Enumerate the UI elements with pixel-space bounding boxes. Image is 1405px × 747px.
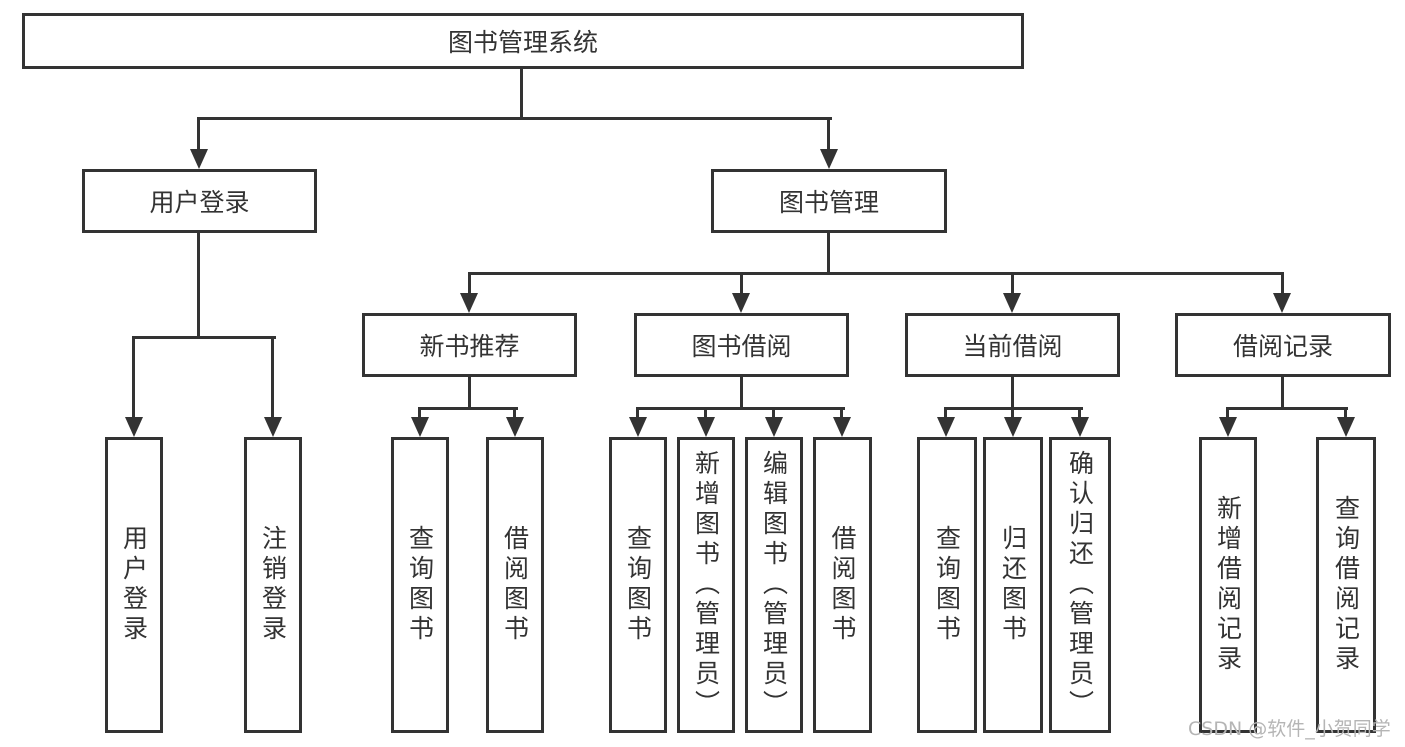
connector-line [468, 272, 1284, 275]
connector-line [1078, 410, 1081, 422]
connector-line [636, 407, 845, 410]
leaf-logout: 注销登录 [244, 437, 302, 733]
arrow-down-icon [125, 417, 143, 437]
connector-line [772, 410, 775, 422]
connector-line [1011, 377, 1014, 407]
connector-line [197, 120, 200, 154]
arrow-down-icon [1337, 417, 1355, 437]
connector-line [740, 275, 743, 295]
connector-line [1011, 275, 1014, 295]
node-book-management: 图书管理 [711, 169, 947, 233]
connector-line [418, 407, 518, 410]
leaf-query-books: 查询图书 [391, 437, 449, 733]
arrow-down-icon [629, 417, 647, 437]
arrow-down-icon [1071, 417, 1089, 437]
connector-line [1344, 410, 1347, 422]
watermark: CSDN @软件_小贺同学 [1188, 718, 1391, 740]
leaf-add-borrowing-record: 新增借阅记录 [1199, 437, 1257, 733]
connector-line [827, 120, 830, 154]
arrow-down-icon [820, 149, 838, 169]
arrow-down-icon [765, 417, 783, 437]
arrow-down-icon [732, 293, 750, 313]
connector-line [840, 410, 843, 422]
leaf-query-books: 查询图书 [917, 437, 977, 733]
connector-line [1226, 407, 1348, 410]
connector-line [1281, 377, 1284, 407]
connector-line [468, 377, 471, 407]
arrow-down-icon [697, 417, 715, 437]
arrow-down-icon [264, 417, 282, 437]
node-root-system: 图书管理系统 [22, 13, 1024, 69]
connector-line [418, 410, 421, 422]
connector-line [197, 117, 832, 120]
node-book-borrowing: 图书借阅 [634, 313, 849, 377]
connector-line [468, 275, 471, 295]
leaf-add-books-admin: 新增图书（管理员） [677, 437, 735, 733]
arrow-down-icon [937, 417, 955, 437]
connector-line [740, 377, 743, 407]
connector-line [944, 410, 947, 422]
leaf-return-books: 归还图书 [983, 437, 1043, 733]
connector-line [513, 410, 516, 422]
arrow-down-icon [190, 149, 208, 169]
leaf-borrow-books: 借阅图书 [486, 437, 544, 733]
arrow-down-icon [460, 293, 478, 313]
node-borrowing-records: 借阅记录 [1175, 313, 1391, 377]
connector-line [132, 336, 276, 339]
connector-line [704, 410, 707, 422]
arrow-down-icon [1004, 417, 1022, 437]
arrow-down-icon [1219, 417, 1237, 437]
arrow-down-icon [1273, 293, 1291, 313]
arrow-down-icon [506, 417, 524, 437]
connector-line [1011, 410, 1014, 422]
node-new-book-recommendation: 新书推荐 [362, 313, 577, 377]
leaf-query-borrowing-record: 查询借阅记录 [1316, 437, 1376, 733]
connector-line [1226, 410, 1229, 422]
arrow-down-icon [833, 417, 851, 437]
connector-line [271, 339, 274, 419]
connector-line [944, 407, 1083, 410]
connector-line [1281, 275, 1284, 295]
leaf-edit-books-admin: 编辑图书（管理员） [745, 437, 803, 733]
leaf-confirm-return-admin: 确认归还（管理员） [1049, 437, 1111, 733]
leaf-user-login: 用户登录 [105, 437, 163, 733]
connector-line [520, 69, 523, 117]
leaf-query-books: 查询图书 [609, 437, 667, 733]
connector-line [827, 233, 830, 272]
arrow-down-icon [411, 417, 429, 437]
connector-line [197, 233, 200, 336]
leaf-borrow-books: 借阅图书 [813, 437, 872, 733]
arrow-down-icon [1003, 293, 1021, 313]
connector-line [132, 339, 135, 419]
node-user-login: 用户登录 [82, 169, 317, 233]
node-current-borrowing: 当前借阅 [905, 313, 1120, 377]
connector-line [636, 410, 639, 422]
